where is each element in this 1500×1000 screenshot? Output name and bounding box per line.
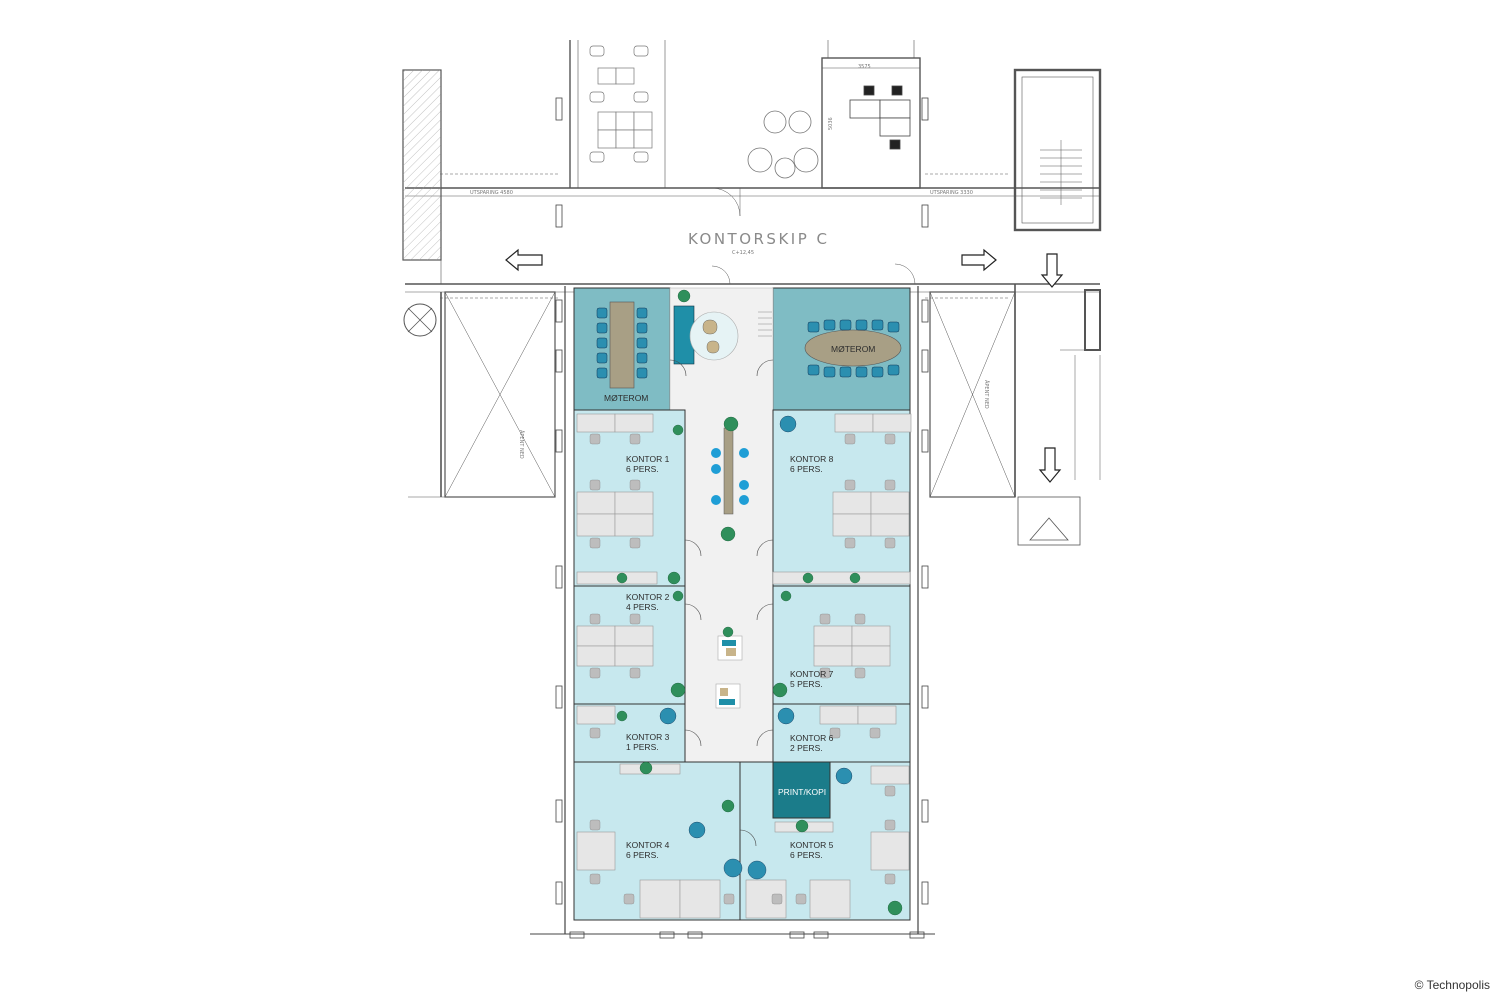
existing-building-linework <box>402 40 1102 546</box>
desk-chairs <box>589 433 896 905</box>
direction-arrows <box>505 248 1064 483</box>
arrow-left-icon <box>505 248 543 272</box>
dimension-top-height: 5036 <box>828 117 834 130</box>
annotation-utsparing-left: UTSPARING 4580 <box>470 190 513 196</box>
office-3-capacity: 1 PERS. <box>626 742 659 752</box>
office-rooms <box>573 409 911 921</box>
office-1-capacity: 6 PERS. <box>626 464 659 474</box>
office-5-capacity: 6 PERS. <box>790 850 823 860</box>
office-7-capacity: 5 PERS. <box>790 679 823 689</box>
central-corridor <box>669 287 774 809</box>
office-4-name: KONTOR 4 <box>626 840 670 850</box>
office-3-name: KONTOR 3 <box>626 732 670 742</box>
office-1-name: KONTOR 1 <box>626 454 670 464</box>
existing-desks-top-left <box>589 45 653 163</box>
meeting-room-label-left: MØTEROM <box>604 393 648 403</box>
office-8-name: KONTOR 8 <box>790 454 834 464</box>
meeting-table-left <box>596 301 648 389</box>
print-room <box>772 761 831 819</box>
corridor-level: C+12,45 <box>732 250 754 256</box>
wall-markers <box>555 97 929 939</box>
existing-lounge-seats <box>747 110 819 179</box>
office-7-name: KONTOR 7 <box>790 669 834 679</box>
stair-text-right: ÅPENT NED <box>983 380 990 409</box>
office-8-capacity: 6 PERS. <box>790 464 823 474</box>
dimension-top-width: 3575 <box>858 64 871 70</box>
teal-armchairs <box>659 415 853 880</box>
meeting-room-label-right: MØTEROM <box>831 344 875 354</box>
corridor-label: KONTORSKIP C <box>688 230 830 248</box>
stair-text-left: ÅPENT NED <box>518 430 525 459</box>
meeting-table-right <box>804 319 902 378</box>
office-5-name: KONTOR 5 <box>790 840 834 850</box>
arrow-down-icon-2 <box>1038 447 1062 483</box>
arrow-right-icon <box>961 248 997 272</box>
print-room-label: PRINT/KOPI <box>778 787 826 797</box>
office-2-capacity: 4 PERS. <box>626 602 659 612</box>
corridor-lounge <box>673 305 772 709</box>
room-labels: MØTEROM MØTEROM KONTOR 1 6 PERS. KONTOR … <box>604 344 875 860</box>
office-6-capacity: 2 PERS. <box>790 743 823 753</box>
existing-desks-top-right <box>849 85 911 150</box>
office-6-name: KONTOR 6 <box>790 733 834 743</box>
copyright-notice: © Technopolis <box>1414 978 1490 992</box>
plants <box>616 289 903 916</box>
office-doors <box>669 359 774 847</box>
office-4-capacity: 6 PERS. <box>626 850 659 860</box>
arrow-down-icon <box>1040 253 1064 288</box>
office-2-name: KONTOR 2 <box>626 592 670 602</box>
annotation-utsparing-right: UTSPARING 3330 <box>930 190 973 196</box>
